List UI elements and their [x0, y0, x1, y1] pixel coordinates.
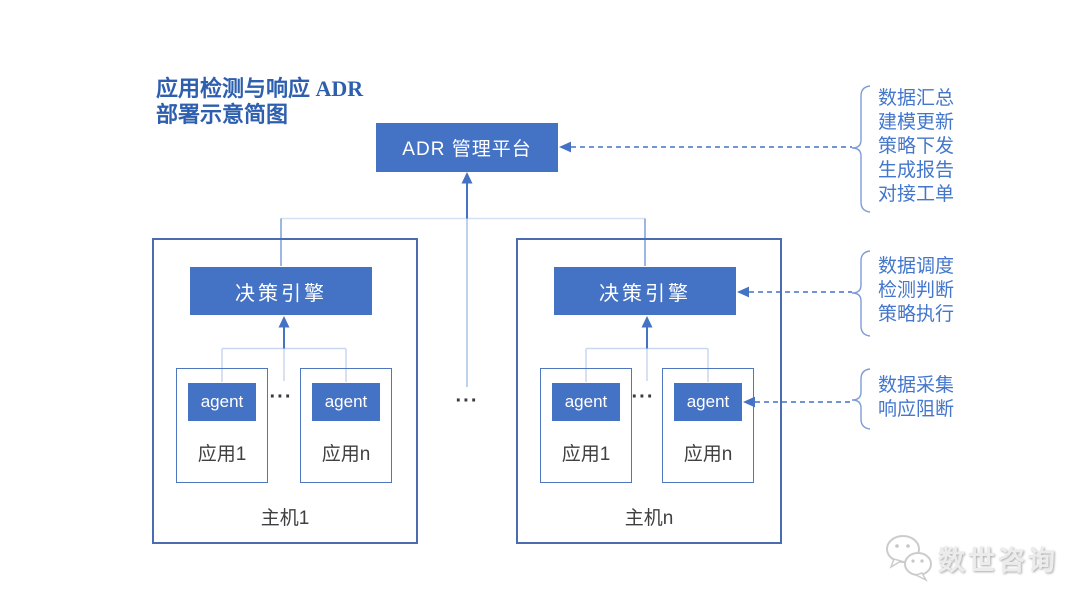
- host-1-label: 主机1: [260, 508, 310, 529]
- app-box-hostn-appn: agent 应用n: [662, 368, 754, 483]
- annotation-agent-functions: 数据采集 响应阻断: [878, 374, 954, 422]
- adr-platform-box: ADR 管理平台: [376, 123, 558, 172]
- ellipsis-between-hosts: ···: [455, 390, 479, 412]
- diagram-title: 应用检测与响应 ADR 部署示意简图: [156, 76, 363, 128]
- annotation-line: 数据采集: [878, 375, 955, 396]
- chat-bubbles-icon: [886, 535, 932, 582]
- annotation-line: 建模更新: [878, 112, 955, 133]
- annotation-line: 策略执行: [878, 304, 955, 325]
- app-box-host1-app1: agent 应用1: [176, 368, 268, 483]
- app-label-hostn-appn: 应用n: [683, 444, 733, 465]
- annotation-platform-functions: 数据汇总 建模更新 策略下发 生成报告 对接工单: [878, 87, 954, 207]
- brand-logo-text: 数世咨询: [938, 545, 1058, 576]
- diagram-title-line1: 应用检测与响应 ADR: [156, 76, 364, 101]
- agent-box-host1-appn: agent: [312, 383, 380, 421]
- brand-logo: 数世咨询: [884, 532, 1058, 584]
- arrow-to-engine2-head: [641, 316, 653, 328]
- dashed-arrow-platform-head: [559, 141, 571, 153]
- dashed-arrow-engine-head: [737, 286, 749, 298]
- host-n-label: 主机n: [624, 508, 674, 529]
- app-box-host1-appn: agent 应用n: [300, 368, 392, 483]
- ellipsis-hostn-apps: ···: [631, 386, 655, 408]
- engine-box-host1: 决策引擎: [190, 267, 372, 315]
- host-box-1: 主机1: [152, 238, 418, 544]
- annotation-line: 策略下发: [878, 136, 955, 157]
- dashed-arrow-agent-head: [743, 396, 755, 408]
- annotation-line: 检测判断: [878, 280, 955, 301]
- brace-engine-functions: [851, 250, 871, 337]
- brace-agent-functions: [851, 368, 871, 430]
- annotation-line: 生成报告: [878, 160, 955, 181]
- annotation-line: 响应阻断: [878, 399, 955, 420]
- brace-platform-functions: [851, 85, 871, 213]
- app-label-host1-app1: 应用1: [197, 444, 247, 465]
- annotation-engine-functions: 数据调度 检测判断 策略执行: [878, 255, 954, 327]
- arrow-to-engine1-head: [278, 316, 290, 328]
- app-box-hostn-app1: agent 应用1: [540, 368, 632, 483]
- agent-box-hostn-app1: agent: [552, 383, 620, 421]
- ellipsis-host1-apps: ···: [269, 386, 293, 408]
- annotation-line: 对接工单: [878, 184, 955, 205]
- arrow-to-platform-head: [461, 172, 473, 184]
- app-label-hostn-app1: 应用1: [561, 444, 611, 465]
- annotation-line: 数据调度: [878, 256, 955, 277]
- agent-box-hostn-appn: agent: [674, 383, 742, 421]
- diagram-title-line2: 部署示意简图: [156, 102, 289, 127]
- annotation-line: 数据汇总: [878, 88, 955, 109]
- engine-box-hostn: 决策引擎: [554, 267, 736, 315]
- host-box-n: 主机n: [516, 238, 782, 544]
- agent-box-host1-app1: agent: [188, 383, 256, 421]
- app-label-host1-appn: 应用n: [321, 444, 371, 465]
